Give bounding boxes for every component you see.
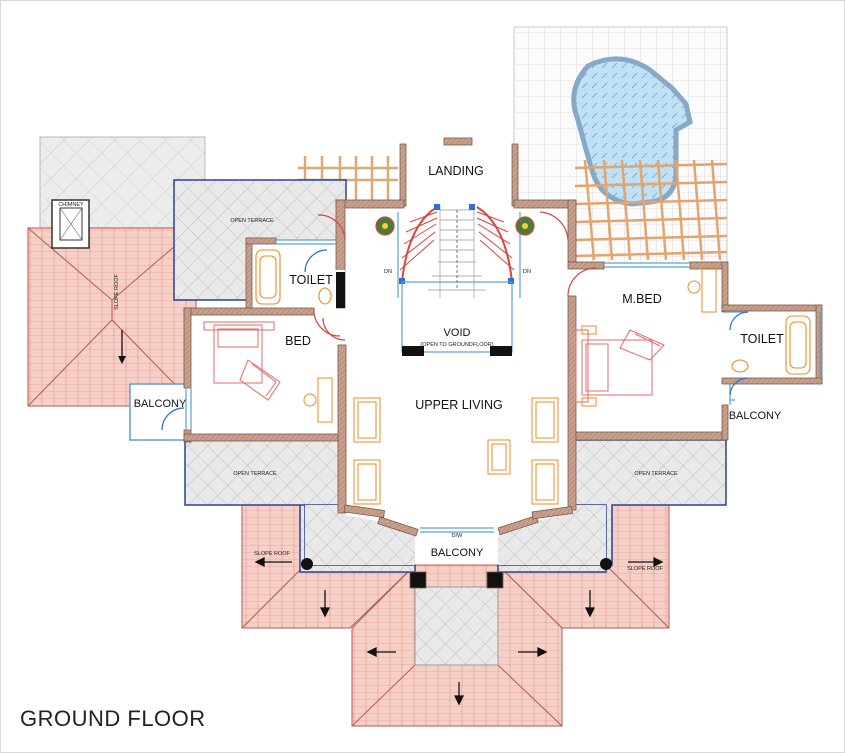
slope-roof-left-label: SLOPE ROOF [254,551,290,557]
void-note: (OPEN TO GROUNDFLOOR) [420,342,493,348]
slope-arrows [254,556,664,706]
dn-left-label: DN [384,269,392,275]
fence [298,156,398,200]
toilet-icon [318,287,332,305]
building-floor [185,144,820,530]
landing-label: LANDING [428,164,484,178]
master-bed-desk [581,267,717,407]
balcony-left-area [129,383,189,441]
master-bed-label: M.BED [622,292,662,306]
door-dw-label: D/W [452,533,464,539]
chimney-label: CHIMNEY [58,202,84,208]
staircase [399,204,515,298]
plant-icon [375,216,395,236]
toilet-icon [731,359,749,373]
bed-label: BED [285,334,311,348]
balcony-left-label: BALCONY [134,398,187,410]
master-bed-furniture [575,329,665,403]
balcony-center-label: BALCONY [431,547,484,559]
slope-roof-left-top-label: SLOPE ROOF [114,273,120,309]
bed-furniture [203,321,281,401]
open-terrace-left-label: OPEN TERRACE [233,471,277,477]
plant-icon [515,216,535,236]
upper-living-label: UPPER LIVING [415,398,503,412]
door-swings-blue [161,249,749,431]
column [600,558,612,570]
door-jamb [336,272,345,308]
roof-center-bottom [351,564,563,727]
void-area [401,281,513,356]
bed-desk [303,377,333,423]
toilet-right-label: TOILET [740,332,784,346]
terrace-mid-right [498,505,606,565]
bathtub-icon [785,315,811,375]
void-label: VOID [444,327,471,339]
page-title: GROUND FLOOR [20,706,206,731]
column [301,558,313,570]
balcony-right-label: BALCONY [729,410,782,422]
bathtub-icon [255,249,281,305]
slope-roof-left [27,199,197,407]
walls [183,137,823,589]
pergola [574,159,728,261]
terrace-mid-left [305,505,415,565]
toilet-left-label: TOILET [289,273,333,287]
door-swings [313,211,597,341]
slope-roof-right-label: SLOPE ROOF [627,566,663,572]
courtyard [414,586,499,666]
open-terrace-top-label: OPEN TERRACE [230,218,274,224]
dn-right-label: DN [523,269,531,275]
sofa-set [353,397,559,505]
open-terrace-right-label: OPEN TERRACE [634,471,678,477]
